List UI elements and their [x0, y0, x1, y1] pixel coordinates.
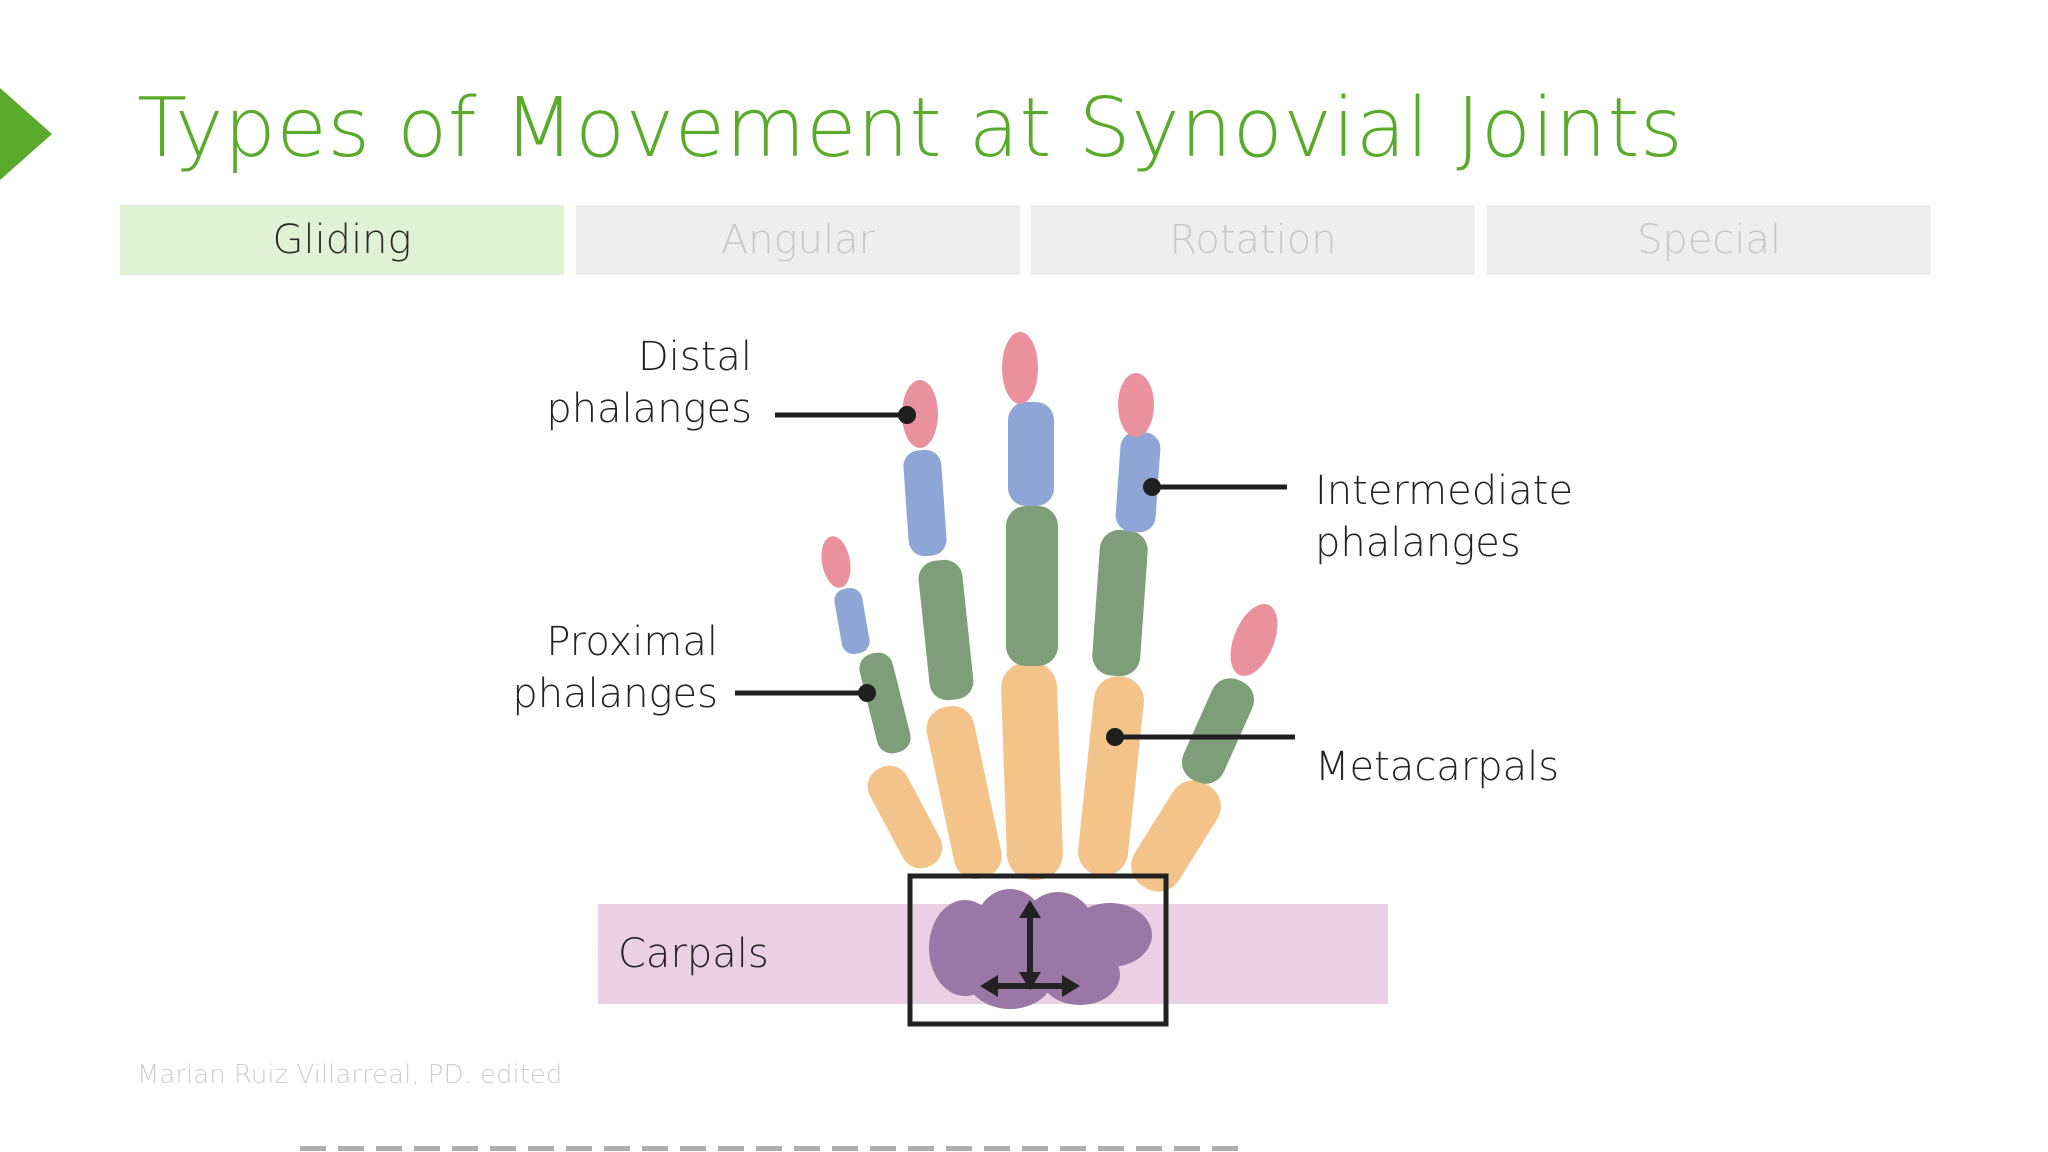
label-distal-phalanges: Distal phalanges [520, 331, 752, 435]
page-title: Types of Movement at Synovial Joints [137, 81, 1684, 176]
label-proximal-phalanges: Proximal phalanges [486, 616, 718, 720]
label-intermediate-phalanges: Intermediate phalanges [1315, 465, 1573, 569]
label-distal-line-2: phalanges [546, 386, 752, 432]
label-metacarpals: Metacarpals [1315, 744, 1560, 790]
little-finger [821, 536, 943, 869]
label-distal-line-1: Distal [637, 334, 752, 380]
ring-finger [902, 380, 1002, 879]
intermediate-leader-dot [1143, 478, 1161, 496]
middle-finger [1001, 332, 1063, 881]
index-finger [1078, 373, 1161, 876]
label-proximal-line-1: Proximal [546, 619, 718, 665]
tab-gliding[interactable]: Gliding [120, 205, 564, 275]
label-proximal-line-2: phalanges [512, 671, 718, 717]
gliding-highlight-box [907, 873, 1169, 1027]
image-credit: Marian Ruiz Villarreal, PD. edited [137, 1060, 563, 1090]
movement-tabs: Gliding Angular Rotation Special [120, 205, 1932, 275]
tab-special[interactable]: Special [1487, 205, 1931, 275]
label-intermediate-line-2: phalanges [1315, 520, 1521, 566]
cropped-caption-line [300, 1140, 1250, 1152]
double-arrow-icon [980, 900, 1080, 997]
distal-leader-dot [898, 406, 916, 424]
label-carpals: Carpals [618, 931, 769, 977]
label-intermediate-line-1: Intermediate [1315, 468, 1574, 514]
metacarpal-leader-dot [1106, 728, 1124, 746]
tab-rotation[interactable]: Rotation [1031, 205, 1475, 275]
tab-angular[interactable]: Angular [576, 205, 1020, 275]
thumb [1131, 603, 1278, 892]
proximal-leader-dot [858, 684, 876, 702]
